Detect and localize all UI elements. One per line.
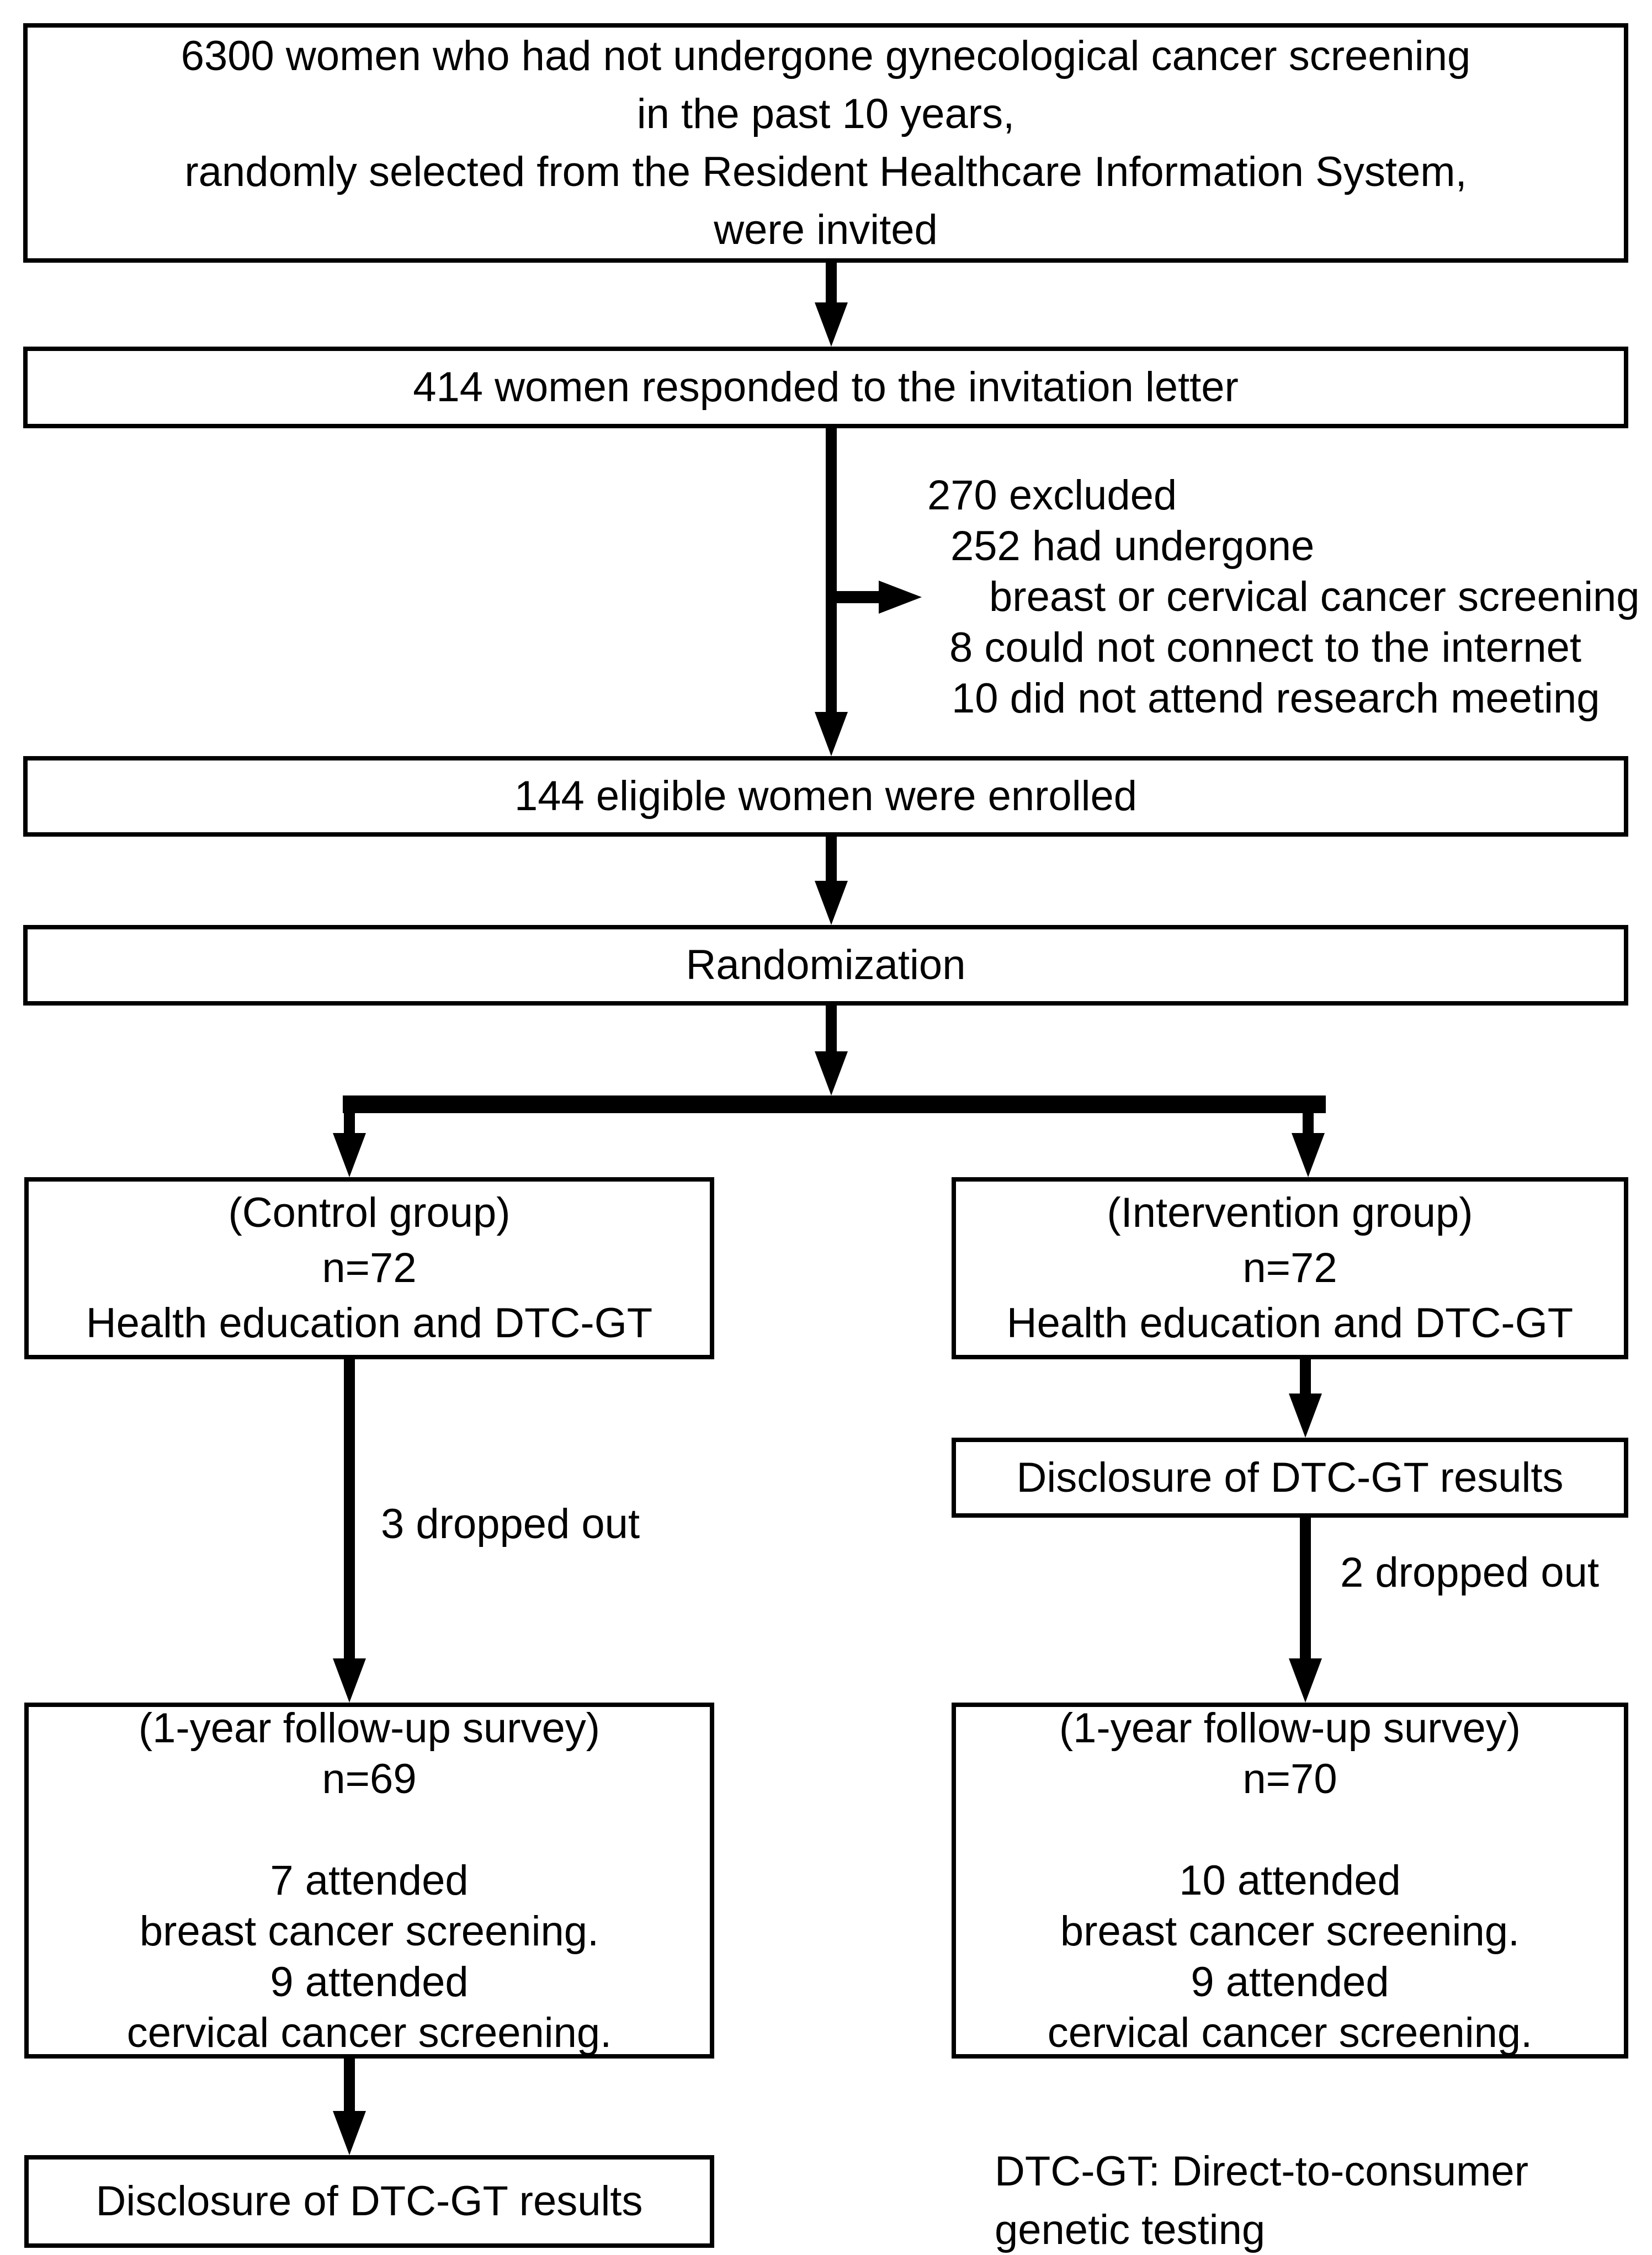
arrowhead-down-icon	[333, 1658, 366, 1703]
arrow-shaft	[826, 259, 837, 305]
box-followup-intervention-line: cervical cancer screening.	[1047, 2009, 1533, 2056]
arrow-shaft	[1303, 1111, 1314, 1135]
excluded-note-line: breast or cervical cancer screening	[989, 573, 1640, 620]
box-followup-control-line: 7 attended	[270, 1857, 469, 1904]
box-control-group: (Control group) n=72 Health education an…	[24, 1177, 714, 1359]
box-disclosure-intervention: Disclosure of DTC-GT results	[952, 1438, 1628, 1518]
excluded-note-line: 252 had undergone	[950, 523, 1315, 570]
box-intervention-line: n=72	[1242, 1244, 1337, 1291]
arrowhead-down-icon	[815, 881, 848, 925]
arrowhead-down-icon	[815, 302, 848, 347]
box-invited: 6300 women who had not undergone gynecol…	[23, 23, 1628, 263]
arrowhead-down-icon	[815, 712, 848, 756]
arrow-shaft	[344, 2055, 355, 2113]
box-followup-intervention-line: 9 attended	[1191, 1958, 1389, 2006]
box-intervention-line: (Intervention group)	[1107, 1189, 1473, 1236]
box-followup-intervention-line	[1284, 1805, 1295, 1855]
excluded-note-line: 8 could not connect to the internet	[949, 624, 1582, 671]
box-invited-line: were invited	[714, 206, 938, 253]
arrowhead-down-icon	[333, 1133, 366, 1177]
box-randomization: Randomization	[23, 925, 1628, 1006]
box-control-line: n=72	[322, 1244, 417, 1291]
arrow-shaft	[1300, 1355, 1311, 1395]
box-followup-intervention: (1-year follow-up survey) n=70 10 attend…	[952, 1703, 1628, 2059]
box-invited-line: 6300 women who had not undergone gynecol…	[180, 33, 1471, 79]
arrowhead-down-icon	[1289, 1394, 1322, 1438]
box-responded-text: 414 women responded to the invitation le…	[413, 364, 1239, 411]
abbreviation-note-line: genetic testing	[995, 2206, 1266, 2253]
box-control-line: Health education and DTC-GT	[86, 1300, 653, 1347]
box-invited-line: in the past 10 years,	[636, 91, 1015, 137]
split-bar	[343, 1095, 1326, 1113]
box-followup-intervention-line: n=70	[1242, 1755, 1337, 1802]
box-intervention-line: Health education and DTC-GT	[1006, 1300, 1574, 1347]
box-followup-control-line	[363, 1805, 375, 1855]
box-enrolled-text: 144 eligible women were enrolled	[514, 773, 1137, 820]
box-followup-intervention-line: 10 attended	[1179, 1857, 1401, 1904]
arrowhead-down-icon	[815, 1051, 848, 1095]
arrow-shaft	[344, 1355, 355, 1660]
box-followup-control: (1-year follow-up survey) n=69 7 attende…	[24, 1703, 714, 2059]
abbreviation-note: DTC-GT: Direct-to-consumer genetic testi…	[995, 2142, 1528, 2255]
arrow-shaft	[831, 591, 881, 603]
box-randomization-text: Randomization	[686, 942, 966, 988]
box-followup-intervention-line: (1-year follow-up survey)	[1059, 1704, 1521, 1752]
box-followup-control-line: 9 attended	[270, 1958, 469, 2006]
excluded-note-line: 270 excluded	[927, 472, 1177, 519]
dropout-intervention-label: 2 dropped out	[1340, 1549, 1600, 1596]
arrowhead-down-icon	[333, 2111, 366, 2155]
box-control-line: (Control group)	[228, 1189, 511, 1236]
box-disclosure-intervention-text: Disclosure of DTC-GT results	[1016, 1454, 1564, 1501]
arrow-shaft	[826, 1003, 837, 1053]
excluded-note: 270 excluded 252 had undergone breast or…	[927, 470, 1640, 724]
box-followup-intervention-line: breast cancer screening.	[1060, 1907, 1520, 1955]
arrowhead-down-icon	[1292, 1133, 1325, 1177]
dropout-control-label: 3 dropped out	[381, 1501, 640, 1547]
arrow-shaft	[826, 834, 837, 882]
box-followup-control-line: (1-year follow-up survey)	[138, 1704, 601, 1752]
abbreviation-note-line: DTC-GT: Direct-to-consumer	[995, 2148, 1528, 2195]
box-intervention-group: (Intervention group) n=72 Health educati…	[952, 1177, 1628, 1359]
box-disclosure-control-text: Disclosure of DTC-GT results	[95, 2178, 643, 2225]
excluded-note-line: 10 did not attend research meeting	[952, 675, 1600, 722]
box-disclosure-control: Disclosure of DTC-GT results	[24, 2155, 714, 2248]
arrow-shaft	[826, 426, 837, 713]
box-followup-control-line: breast cancer screening.	[139, 1907, 599, 1955]
box-followup-control-line: cervical cancer screening.	[126, 2009, 612, 2056]
box-invited-line: randomly selected from the Resident Heal…	[184, 148, 1467, 195]
arrow-shaft	[1300, 1515, 1311, 1660]
arrowhead-right-icon	[879, 581, 922, 614]
box-enrolled: 144 eligible women were enrolled	[23, 756, 1628, 837]
arrow-shaft	[344, 1111, 355, 1135]
box-followup-control-line: n=69	[322, 1755, 417, 1802]
box-responded: 414 women responded to the invitation le…	[23, 347, 1628, 428]
arrowhead-down-icon	[1289, 1658, 1322, 1703]
